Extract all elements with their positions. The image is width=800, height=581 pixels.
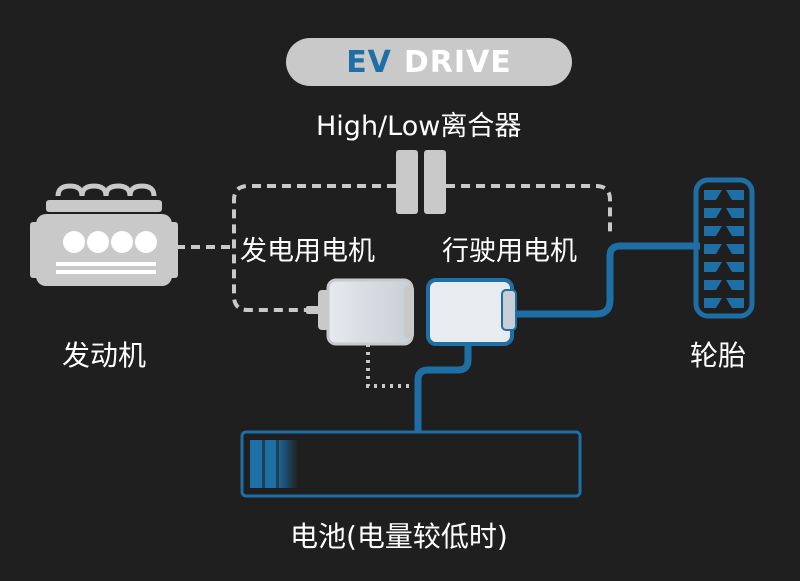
clutch-label: High/Low离合器 (316, 111, 522, 142)
drive-motor-label: 行驶用电机 (442, 236, 577, 267)
engine-label: 发动机 (62, 339, 147, 372)
badge-prefix: EV (346, 44, 392, 80)
badge-suffix: DRIVE (403, 44, 512, 80)
active-power-path-battery (414, 344, 472, 432)
tire-icon (693, 177, 755, 319)
battery-icon (240, 430, 582, 498)
generator-motor-icon (306, 278, 414, 346)
generator-motor-label: 发电用电机 (240, 236, 375, 267)
engine-icon (30, 183, 178, 286)
drive-motor-icon (426, 278, 517, 346)
battery-label: 电池(电量较低时) (290, 520, 508, 553)
active-power-path-tire (512, 242, 700, 318)
inactive-mechanical-link (232, 184, 396, 312)
inactive-clutch-link-right (446, 184, 612, 236)
mode-badge: EV DRIVE (286, 38, 572, 86)
clutch-icon (396, 150, 446, 214)
tire-label: 轮胎 (690, 339, 747, 372)
inactive-generator-battery-link (366, 344, 412, 388)
